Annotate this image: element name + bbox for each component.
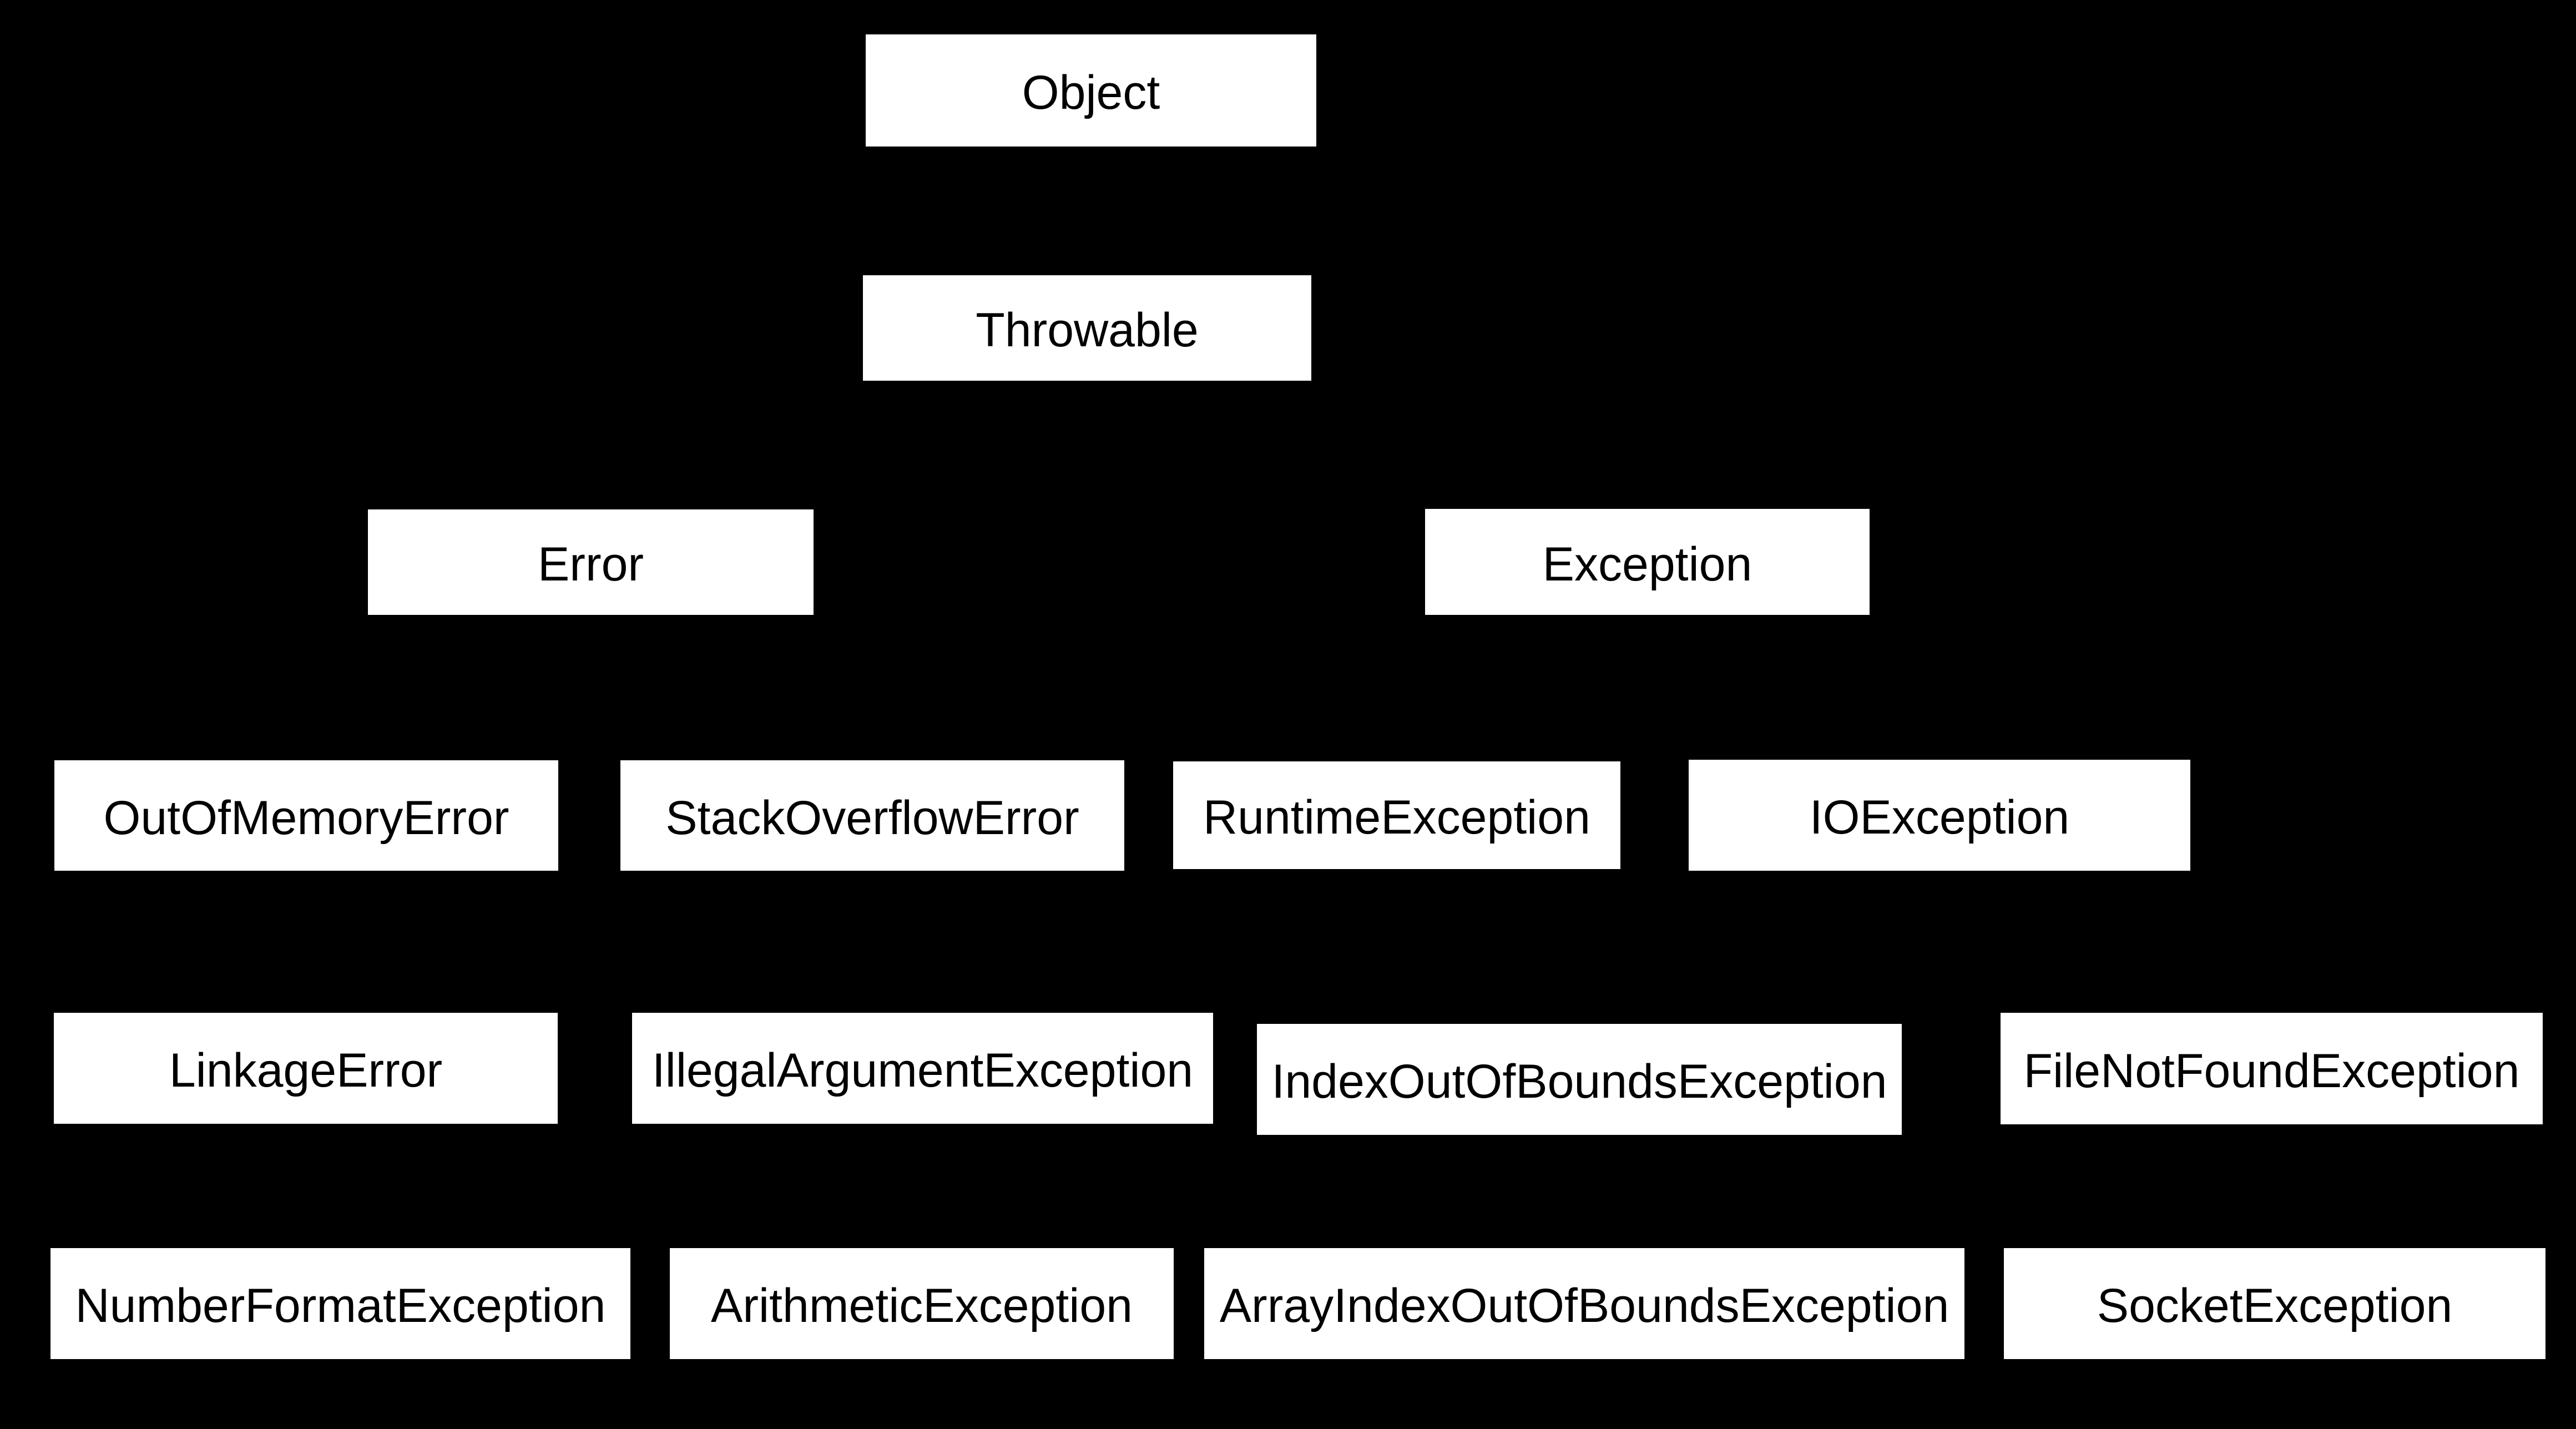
node-arithmetic-exception: ArithmeticException [670,1248,1174,1359]
node-file-not-found-exception: FileNotFoundException [2001,1013,2543,1124]
node-out-of-memory-error: OutOfMemoryError [54,760,558,871]
node-io-exception: IOException [1689,760,2190,871]
node-error: Error [368,509,814,615]
node-array-index-out-of-bounds-exception: ArrayIndexOutOfBoundsException [1204,1248,1964,1359]
node-illegal-argument-exception: IllegalArgumentException [632,1013,1213,1124]
node-runtime-exception: RuntimeException [1173,761,1620,869]
node-stack-overflow-error: StackOverflowError [620,760,1124,871]
node-socket-exception: SocketException [2004,1248,2545,1359]
node-object: Object [866,34,1316,147]
node-throwable: Throwable [863,275,1311,381]
node-index-out-of-bounds-exception: IndexOutOfBoundsException [1257,1024,1902,1135]
node-number-format-exception: NumberFormatException [50,1248,630,1359]
node-exception: Exception [1425,509,1870,615]
node-linkage-error: LinkageError [54,1013,558,1124]
